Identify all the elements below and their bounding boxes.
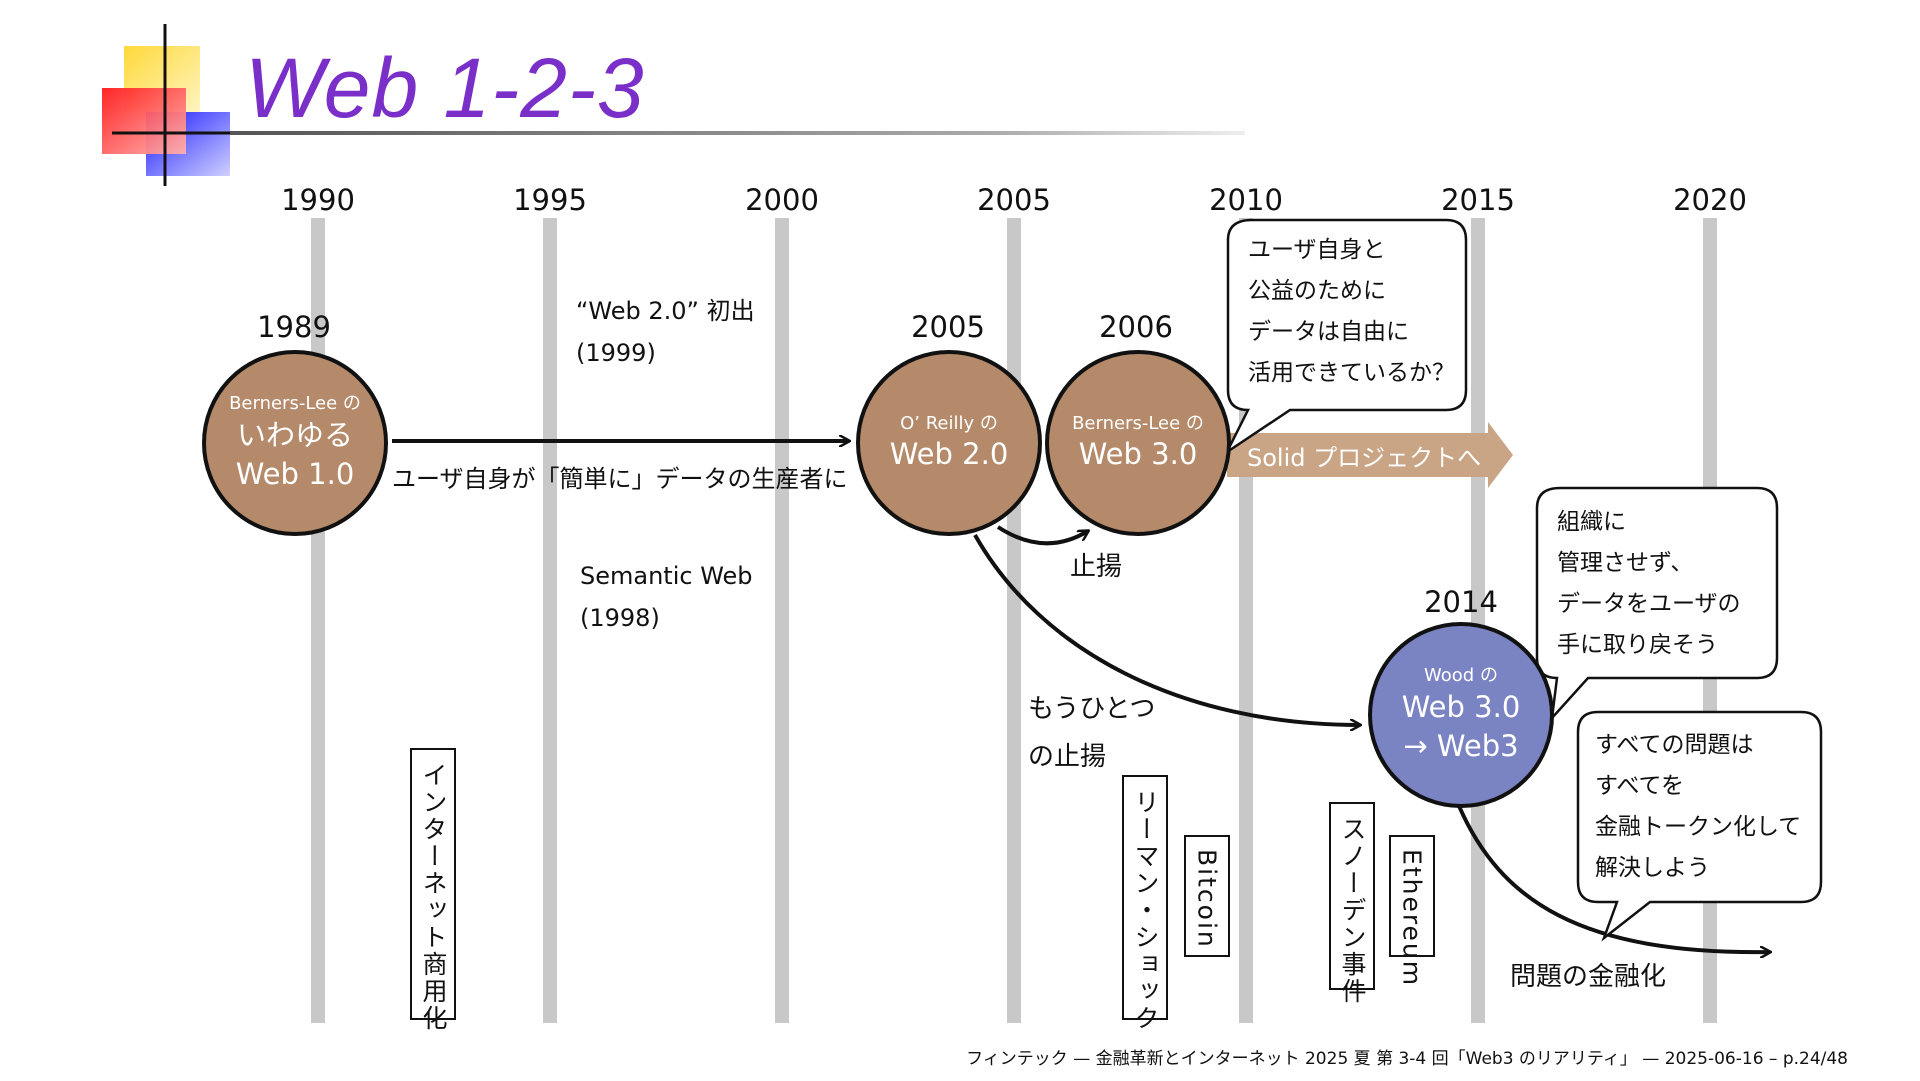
slide-footer: フィンテック — 金融革新とインターネット 2025 夏 第 3-4 回「Web… [966,1049,1848,1069]
year-label: 1995 [513,183,587,217]
event-year-2006: 2006 [1099,310,1173,344]
callout-top-line: ユーザ自身と [1248,237,1386,263]
another-aufheben-line1: もうひとつ [1028,694,1156,724]
producer-annotation: ユーザ自身が「簡単に」データの生産者に [392,465,848,493]
event-year-2005: 2005 [911,310,985,344]
web2-circle: O’ Reilly の Web 2.0 [856,350,1042,536]
title-rule [230,131,1245,135]
web1-author: Berners-Lee の [229,393,361,415]
wood-label-1: Web 3.0 [1401,689,1521,724]
logo-icon [102,24,232,186]
callout-top-line: 公益のために [1248,278,1386,304]
event-ethereum: Ethereum [1389,835,1435,987]
wood-label-2: → Web3 [1403,728,1519,763]
callout-bottom-text: すべての問題は すべてを 金融トークン化して 解決しよう [1595,725,1801,889]
callout-top-line: データは自由に [1248,319,1409,345]
timeline-bar [543,218,557,1023]
year-label: 1990 [281,183,355,217]
web2-label: Web 2.0 [889,437,1009,472]
callout-middle-line: 組織に [1557,509,1626,535]
event-lehman-shock: リーマン・ショック [1122,775,1168,1032]
web20-first-line1: “Web 2.0” 初出 [576,297,755,325]
year-label: 2020 [1673,183,1747,217]
another-aufheben-arrow [973,534,1360,725]
web1-label-2: Web 1.0 [235,456,355,491]
another-aufheben-label: もうひとつ の止揚 [1028,685,1155,781]
wood-author: Wood の [1424,665,1498,687]
solid-project-arrow [1227,422,1513,488]
another-aufheben-line2: の止揚 [1028,742,1107,773]
event-year-2014: 2014 [1424,585,1498,619]
timeline-bar [1471,218,1485,1023]
event-bitcoin: Bitcoin [1184,835,1230,957]
web1-circle: Berners-Lee の いわゆる Web 1.0 [202,350,388,536]
financialization-arrow [1457,805,1770,952]
callout-top-text: ユーザ自身と 公益のために データは自由に 活用できているか？ [1248,230,1455,394]
solid-project-label: Solid プロジェクトへ [1247,444,1482,472]
semantic-web-annotation: Semantic Web (1998) [580,555,753,639]
web20-first-line2: (1999) [576,339,656,367]
aufheben-arrow [996,525,1088,546]
callout-bottom-line: すべてを [1595,773,1685,799]
web2-author: O’ Reilly の [900,412,998,434]
callout-middle-line: 管理させず、 [1557,550,1694,576]
financialization-label: 問題の金融化 [1510,962,1667,992]
year-label: 2000 [745,183,819,217]
timeline-bar [775,218,789,1023]
timeline-bars [311,218,1717,1023]
year-label: 2015 [1441,183,1515,217]
year-label: 2005 [977,183,1051,217]
web3-label: Web 3.0 [1078,437,1198,472]
event-year-1989: 1989 [257,310,331,344]
callout-middle-text: 組織に 管理させず、 データをユーザの 手に取り戻そう [1557,502,1741,666]
event-internet-commercialization: インターネット商用化 [410,748,456,1032]
web3-author: Berners-Lee の [1072,412,1204,434]
web20-first-appearance: “Web 2.0” 初出 (1999) [576,290,755,374]
semantic-web-line2: (1998) [580,604,660,632]
wood-web3-circle: Wood の Web 3.0 → Web3 [1368,622,1554,808]
event-snowden: スノーデン事件 [1329,802,1375,1005]
aufheben-label: 止揚 [1070,552,1123,582]
timeline-bar [1007,218,1021,1023]
callout-top-line: 活用できているか？ [1248,360,1455,386]
semantic-web-line1: Semantic Web [580,562,753,590]
callout-bottom-line: 金融トークン化して [1595,814,1802,840]
callout-middle-line: データをユーザの [1557,591,1741,617]
callout-top [1223,218,1468,456]
web1-label-1: いわゆる [236,417,353,452]
callout-middle-line: 手に取り戻そう [1557,632,1718,658]
callout-bottom-line: 解決しよう [1595,855,1710,881]
callout-bottom [1576,710,1823,942]
web3-berners-lee-circle: Berners-Lee の Web 3.0 [1045,350,1231,536]
year-label: 2010 [1209,183,1283,217]
callout-bottom-line: すべての問題は [1595,732,1754,758]
page-title: Web 1-2-3 [245,41,645,135]
callout-middle [1535,486,1779,722]
